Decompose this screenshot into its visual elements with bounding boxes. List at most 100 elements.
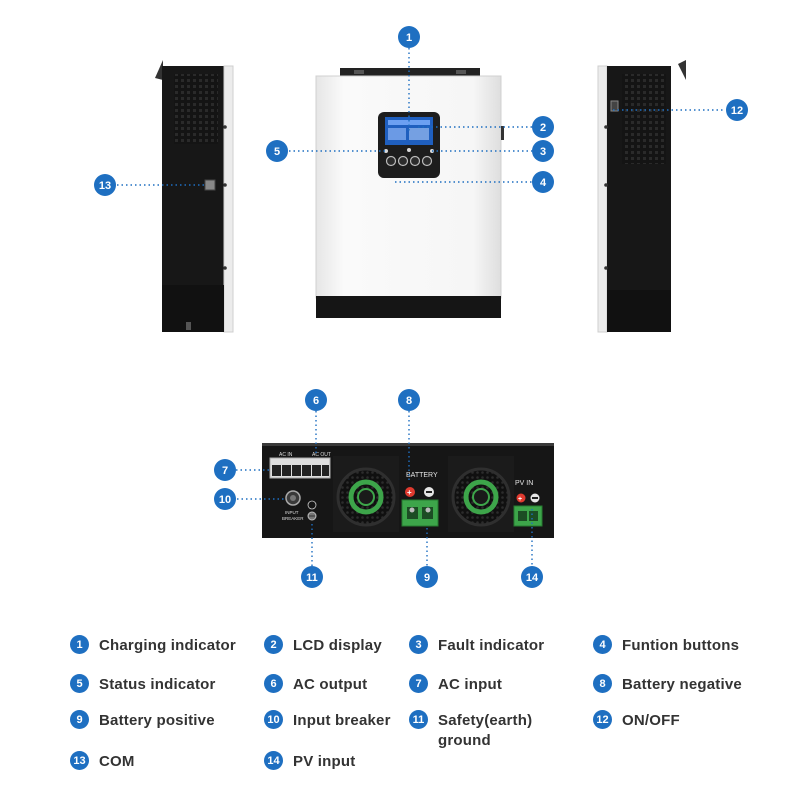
legend-label: PV input	[293, 753, 356, 770]
battery-label: BATTERY	[406, 472, 438, 479]
bottom-view: AC IN AC OUT INPUT BREAKER BATTERY + PV …	[262, 443, 554, 538]
svg-text:1: 1	[406, 32, 412, 44]
mounting-bracket	[340, 68, 480, 77]
function-button-4[interactable]	[421, 155, 433, 167]
front-case	[315, 75, 502, 299]
legend-item-14: 14 PV input	[264, 751, 356, 772]
legend-number-badge: 3	[409, 635, 428, 654]
svg-text:11: 11	[306, 572, 318, 584]
legend-item-12: 12 ON/OFF	[593, 710, 680, 731]
function-button-3[interactable]	[409, 155, 421, 167]
front-bottom-band	[316, 296, 501, 318]
callout-2: 2	[532, 116, 554, 138]
legend-number-badge: 6	[264, 674, 283, 693]
legend-number-badge: 14	[264, 751, 283, 770]
svg-text:10: 10	[219, 494, 231, 506]
legend-number-badge: 13	[70, 751, 89, 770]
legend-item-7: 7 AC input	[409, 674, 503, 695]
svg-text:12: 12	[731, 105, 743, 117]
legend-label: ON/OFF	[622, 712, 680, 729]
legend-number-badge: 8	[593, 674, 612, 693]
left-side-view	[155, 60, 234, 333]
svg-text:7: 7	[222, 465, 228, 477]
battery-plus-symbol	[405, 487, 415, 497]
legend-item-9: 9 Battery positive	[70, 710, 215, 731]
function-button-1[interactable]	[385, 155, 397, 167]
legend-label: LCD display	[293, 637, 382, 654]
callout-6: 6	[305, 389, 327, 411]
legend-item-5: 5 Status indicator	[70, 674, 216, 695]
legend-item-10: 10 Input breaker	[264, 710, 391, 731]
legend-number-badge: 11	[409, 710, 428, 729]
right-side-vent	[622, 74, 666, 164]
callout-9: 9	[416, 566, 438, 588]
callout-14: 14	[521, 566, 543, 588]
legend-label: Input breaker	[293, 712, 391, 729]
legend-label: Safety(earth) ground	[438, 712, 533, 749]
legend-label: Charging indicator	[99, 637, 236, 654]
legend-number-badge: 12	[593, 710, 612, 729]
svg-text:2: 2	[540, 122, 546, 134]
svg-text:+: +	[518, 496, 522, 503]
front-view	[315, 68, 504, 318]
legend-item-2: 2 LCD display	[264, 635, 382, 656]
legend-label: Fault indicator	[438, 637, 545, 654]
legend-number-badge: 9	[70, 710, 89, 729]
callout-1: 1	[398, 26, 420, 48]
callout-7: 7	[214, 459, 236, 481]
legend-label: AC output	[293, 676, 368, 693]
ground-symbol	[307, 500, 317, 510]
ac-out-label: AC OUT	[312, 452, 331, 458]
on-off-switch[interactable]	[610, 100, 619, 112]
legend-label: COM	[99, 753, 135, 770]
legend-item-8: 8 Battery negative	[593, 674, 742, 695]
charging-indicator-led	[407, 148, 411, 152]
legend-label: Status indicator	[99, 676, 216, 693]
callout-12: 12	[726, 99, 748, 121]
legend-number-badge: 7	[409, 674, 428, 693]
svg-text:5: 5	[274, 146, 280, 158]
legend-item-6: 6 AC output	[264, 674, 368, 695]
svg-text:6: 6	[313, 395, 319, 407]
legend-label: Battery negative	[622, 676, 742, 693]
svg-text:+: +	[407, 488, 412, 497]
callout-8: 8	[398, 389, 420, 411]
legend-label: Battery positive	[99, 712, 215, 729]
legend-number-badge: 2	[264, 635, 283, 654]
svg-text:3: 3	[540, 146, 546, 158]
svg-text:4: 4	[540, 177, 547, 189]
pv-in-label: PV IN	[515, 480, 533, 487]
svg-text:9: 9	[424, 572, 430, 584]
callouts: 1 2 3 4 5 6 7 8 9 10 11 12 13 14	[94, 26, 748, 588]
svg-text:13: 13	[99, 180, 111, 192]
legend-number-badge: 4	[593, 635, 612, 654]
callout-11: 11	[301, 566, 323, 588]
svg-text:8: 8	[406, 395, 412, 407]
breaker-label: BREAKER	[282, 516, 304, 521]
pv-plus-symbol	[516, 493, 526, 503]
status-indicator-led	[384, 149, 388, 153]
input-label: INPUT	[285, 510, 299, 515]
callout-4: 4	[532, 171, 554, 193]
legend-number-badge: 10	[264, 710, 283, 729]
callout-3: 3	[532, 140, 554, 162]
legend-item-1: 1 Charging indicator	[70, 635, 236, 656]
function-button-2[interactable]	[397, 155, 409, 167]
legend-item-3: 3 Fault indicator	[409, 635, 545, 656]
svg-text:14: 14	[526, 572, 539, 584]
callout-5: 5	[266, 140, 288, 162]
legend-item-4: 4 Funtion buttons	[593, 635, 740, 656]
left-side-vent	[174, 74, 218, 144]
legend-item-13: 13 COM	[70, 751, 135, 772]
right-side-view	[597, 60, 686, 333]
legend-label: Funtion buttons	[622, 637, 740, 654]
legend-label: AC input	[438, 676, 503, 693]
ac-in-label: AC IN	[279, 452, 293, 458]
callout-13: 13	[94, 174, 116, 196]
callout-10: 10	[214, 488, 236, 510]
legend-number-badge: 1	[70, 635, 89, 654]
legend-item-11: 11 Safety(earth) ground	[409, 710, 533, 751]
legend-number-badge: 5	[70, 674, 89, 693]
com-port	[204, 179, 216, 191]
